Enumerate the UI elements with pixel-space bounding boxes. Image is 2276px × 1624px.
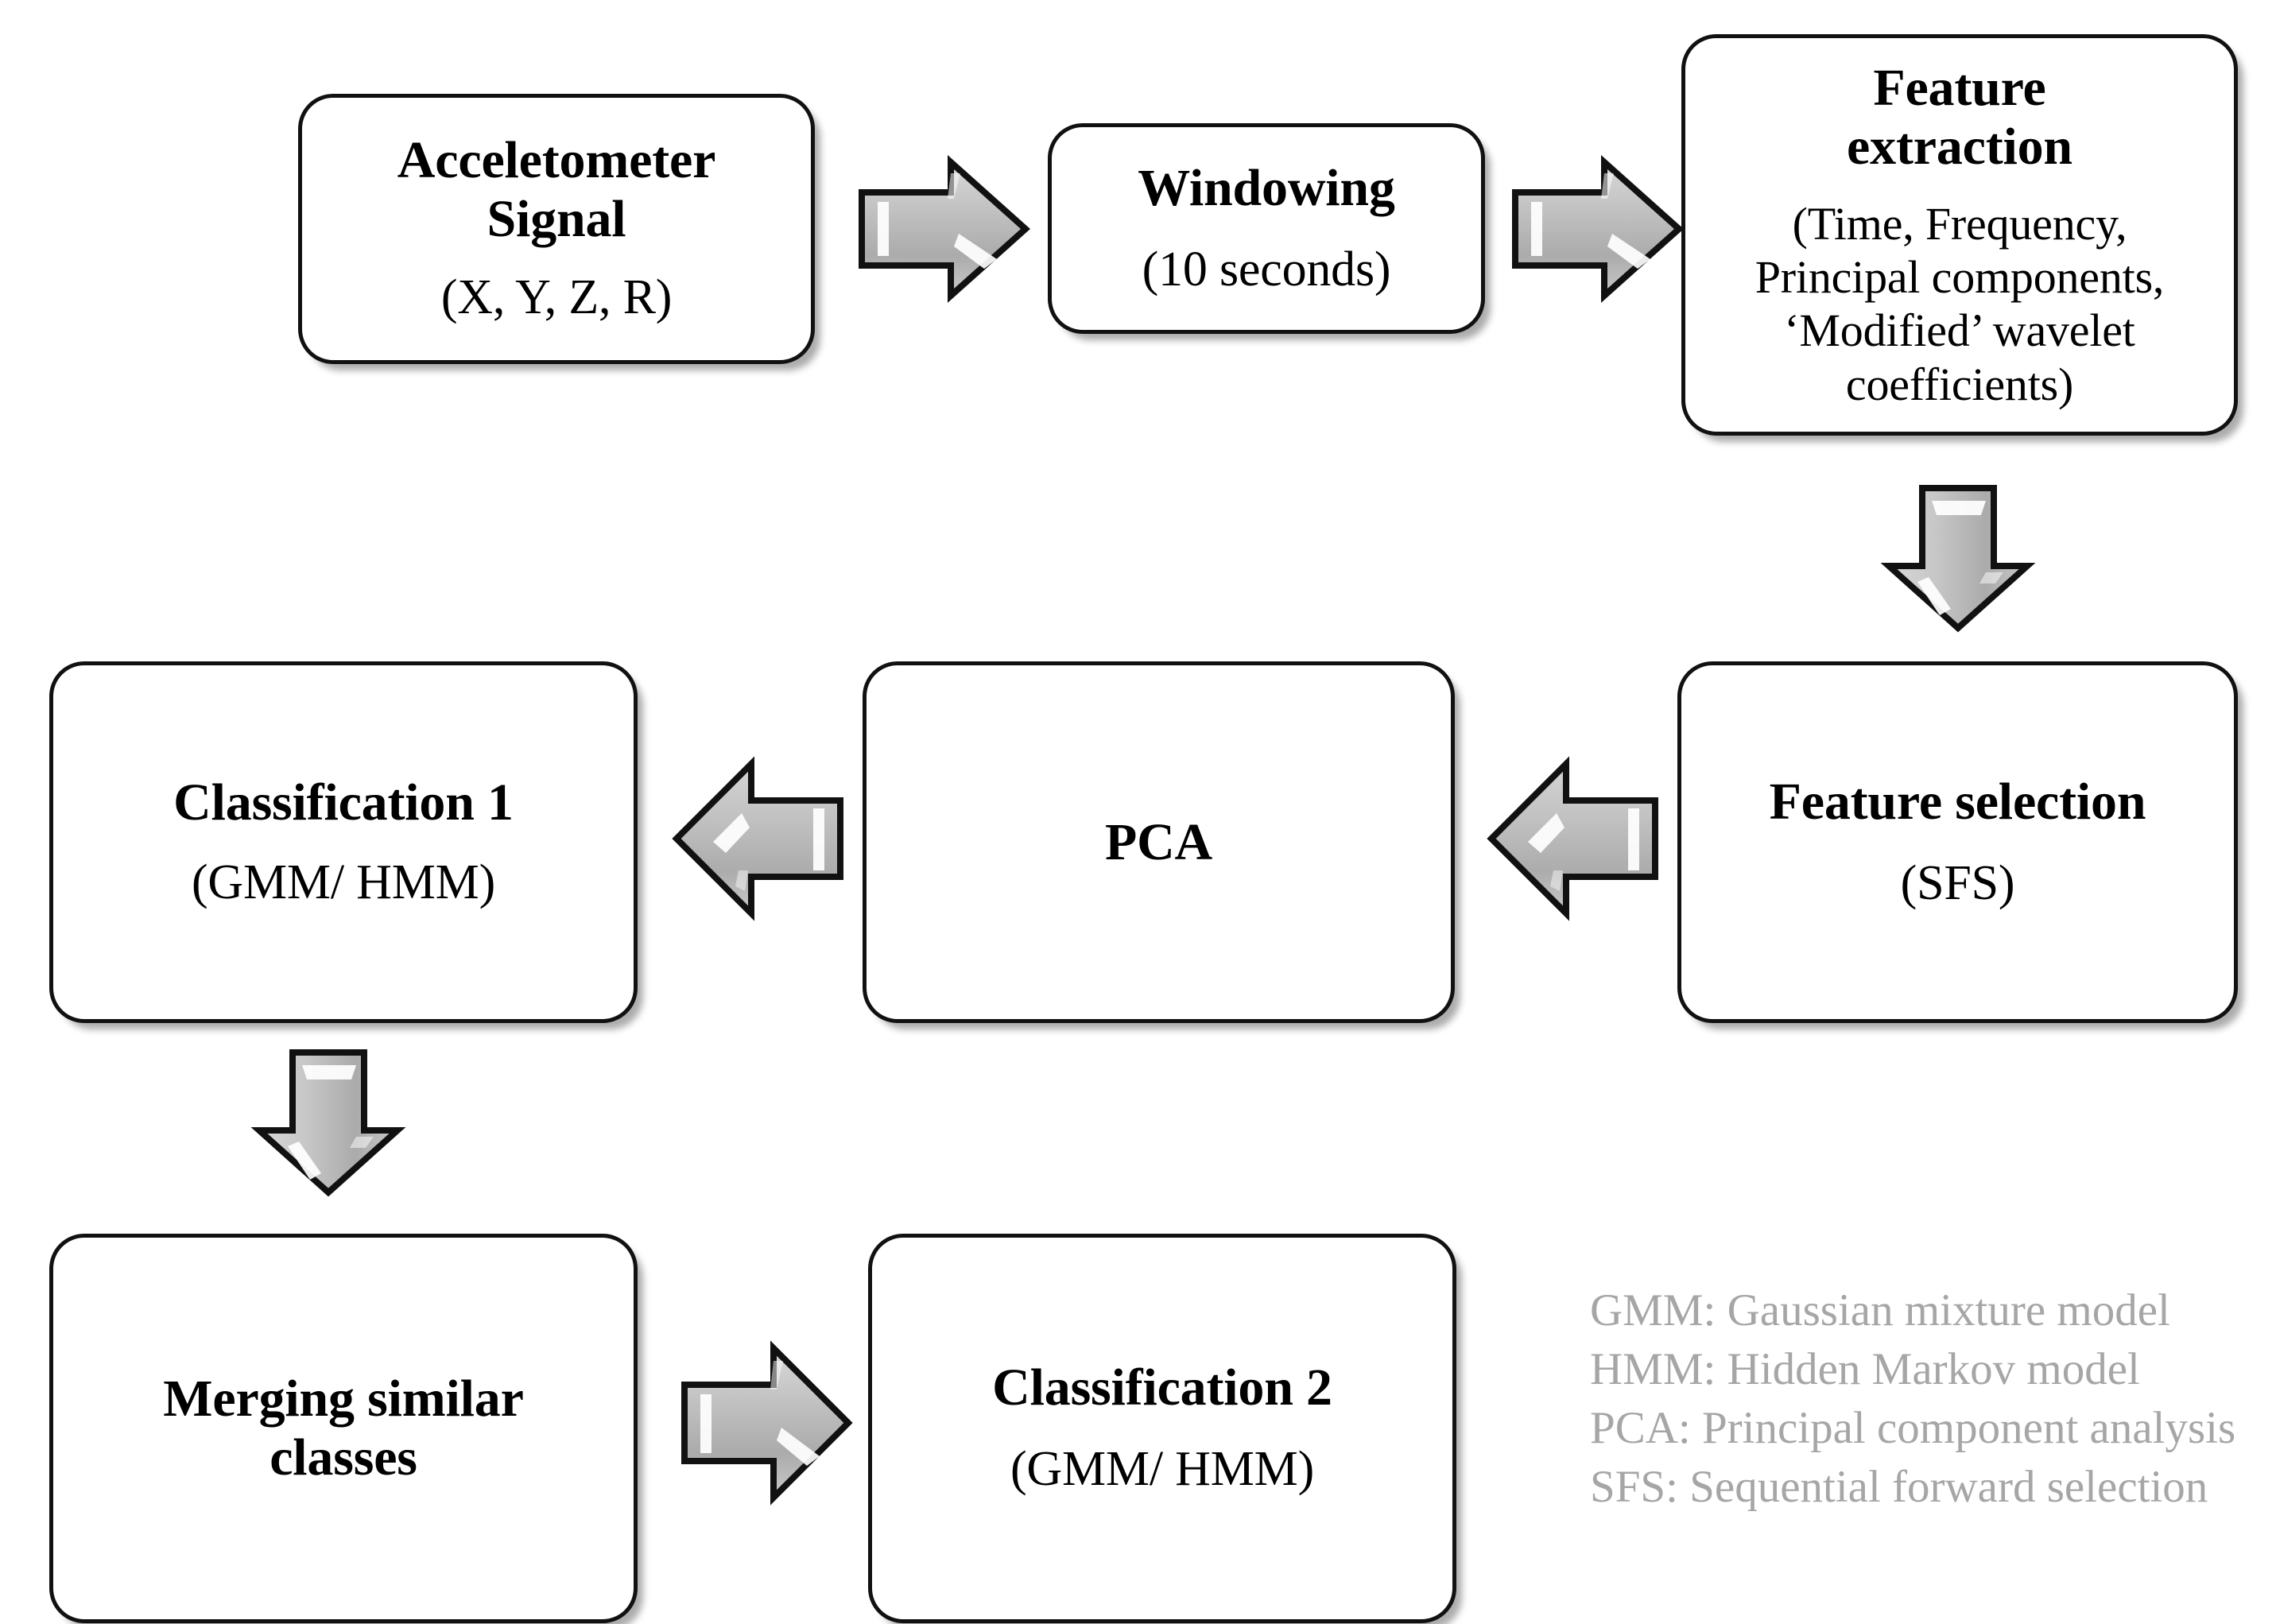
arrow-merging-to-classification-2 [680, 1340, 853, 1506]
node-title-line-1: Acceletometer [397, 131, 716, 190]
legend-item-gmm: GMM: Gaussian mixture model [1590, 1285, 2170, 1335]
node-subtitle: (GMM/ HMM) [191, 855, 496, 909]
node-windowing[interactable]: Windowing (10 seconds) [1048, 123, 1485, 334]
node-merging-similar-classes[interactable]: Merging similar classes [49, 1234, 638, 1623]
node-title-line-2: classes [269, 1428, 417, 1486]
node-title-line-2: Signal [487, 190, 626, 249]
node-title: Feature extraction [1847, 59, 2072, 176]
node-title-line-1: Merging similar [163, 1370, 524, 1428]
node-title: Feature selection [1769, 772, 2146, 831]
node-subtitle: (Time, Frequency, Principal components, … [1754, 197, 2165, 410]
node-classification-2[interactable]: Classification 2 (GMM/ HMM) [868, 1234, 1456, 1623]
node-subtitle: (X, Y, Z, R) [440, 269, 673, 324]
arrow-windowing-to-feature-extraction [1510, 155, 1685, 303]
node-classification-1[interactable]: Classification 1 (GMM/ HMM) [49, 661, 638, 1023]
arrow-feature-extraction-to-feature-selection [1880, 483, 2036, 633]
node-pca[interactable]: PCA [863, 661, 1455, 1023]
legend-item-sfs: SFS: Sequential forward selection [1590, 1462, 2208, 1513]
node-accelerometer-signal[interactable]: Acceletometer Signal (X, Y, Z, R) [298, 94, 815, 364]
node-subtitle: (GMM/ HMM) [1010, 1442, 1315, 1496]
legend-item-hmm: HMM: Hidden Markov model [1590, 1344, 2140, 1395]
node-title: Classification 1 [173, 773, 514, 831]
node-title-line-2: extraction [1847, 117, 2072, 176]
node-feature-selection[interactable]: Feature selection (SFS) [1677, 661, 2238, 1023]
legend-item-pca: PCA: Principal component analysis [1590, 1403, 2236, 1454]
arrow-classification-1-to-merging [250, 1048, 406, 1197]
node-subtitle: (SFS) [1900, 855, 2015, 910]
node-title: Merging similar classes [163, 1370, 524, 1487]
arrow-feature-selection-to-pca [1487, 756, 1660, 921]
node-title: Acceletometer Signal [397, 131, 716, 249]
node-title: Windowing [1138, 158, 1395, 217]
node-title: PCA [1104, 812, 1213, 871]
arrow-pca-to-classification-1 [672, 756, 845, 921]
abbreviation-legend: GMM: Gaussian mixture model HMM: Hidden … [1590, 1281, 2235, 1517]
node-subtitle: (10 seconds) [1142, 242, 1391, 297]
arrow-signal-to-windowing [857, 155, 1031, 303]
node-title-line-1: Feature [1873, 59, 2046, 118]
node-feature-extraction[interactable]: Feature extraction (Time, Frequency, Pri… [1681, 34, 2238, 436]
node-title: Classification 2 [992, 1359, 1332, 1417]
